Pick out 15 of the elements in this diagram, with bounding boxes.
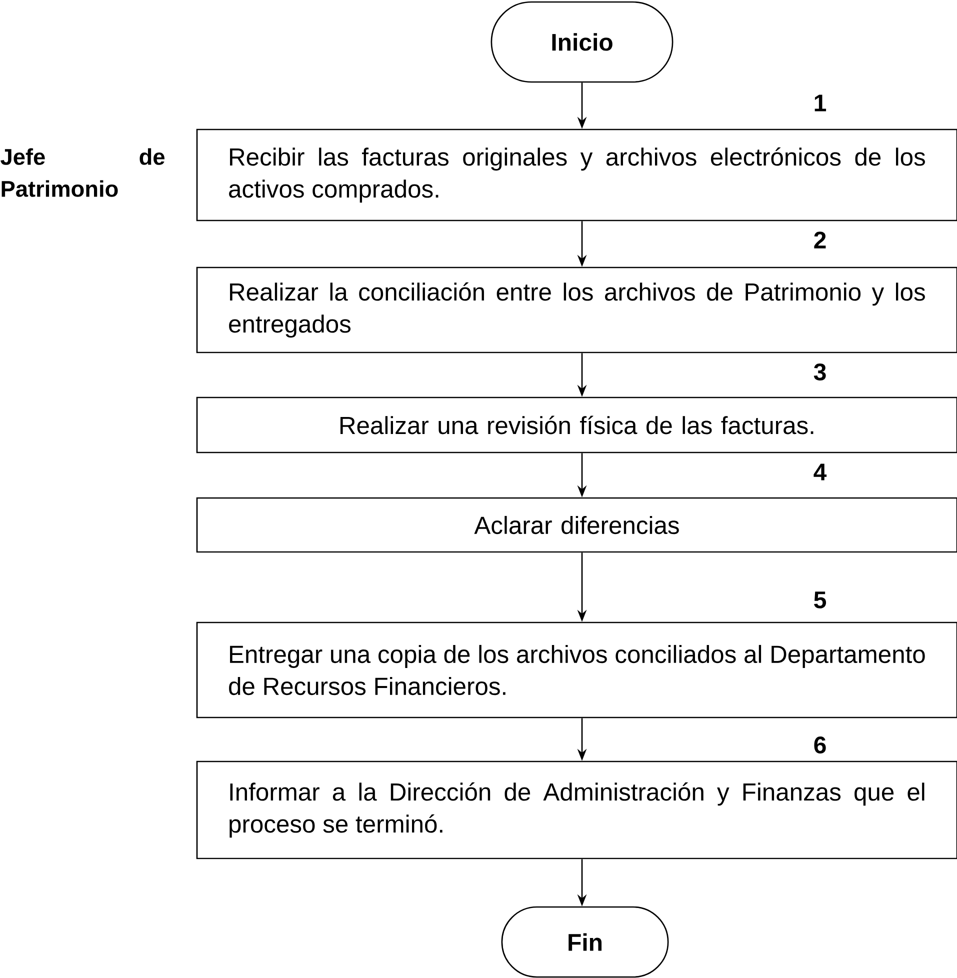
- process-box: Realizar una revisión física de las facturas.: [196, 396, 957, 454]
- process-box: Informar a la Dirección de Administración y Finanzas que el proceso se terminó.: [196, 760, 957, 860]
- step-number: 2: [814, 232, 826, 248]
- terminal-box: Inicio: [490, 1, 674, 83]
- process-box: Aclarar diferencias: [196, 497, 957, 553]
- role-label: Jefe de Patrimonio: [0, 148, 164, 197]
- process-box: Recibir las facturas originales y archivos electrónicos de los activos comprados.: [196, 128, 957, 222]
- step-number: 5: [814, 592, 826, 608]
- step-number: 1: [814, 94, 826, 112]
- process-box: Realizar la conciliación entre los archivos de Patrimonio y los entregados: [196, 266, 957, 354]
- terminal-box: Fin: [501, 906, 669, 978]
- process-box: Entregar una copia de los archivos conciliados al Departamento de Recursos Financieros.: [196, 622, 957, 718]
- step-number: 4: [814, 464, 827, 480]
- step-number: 3: [814, 363, 826, 381]
- step-number: 6: [814, 736, 826, 754]
